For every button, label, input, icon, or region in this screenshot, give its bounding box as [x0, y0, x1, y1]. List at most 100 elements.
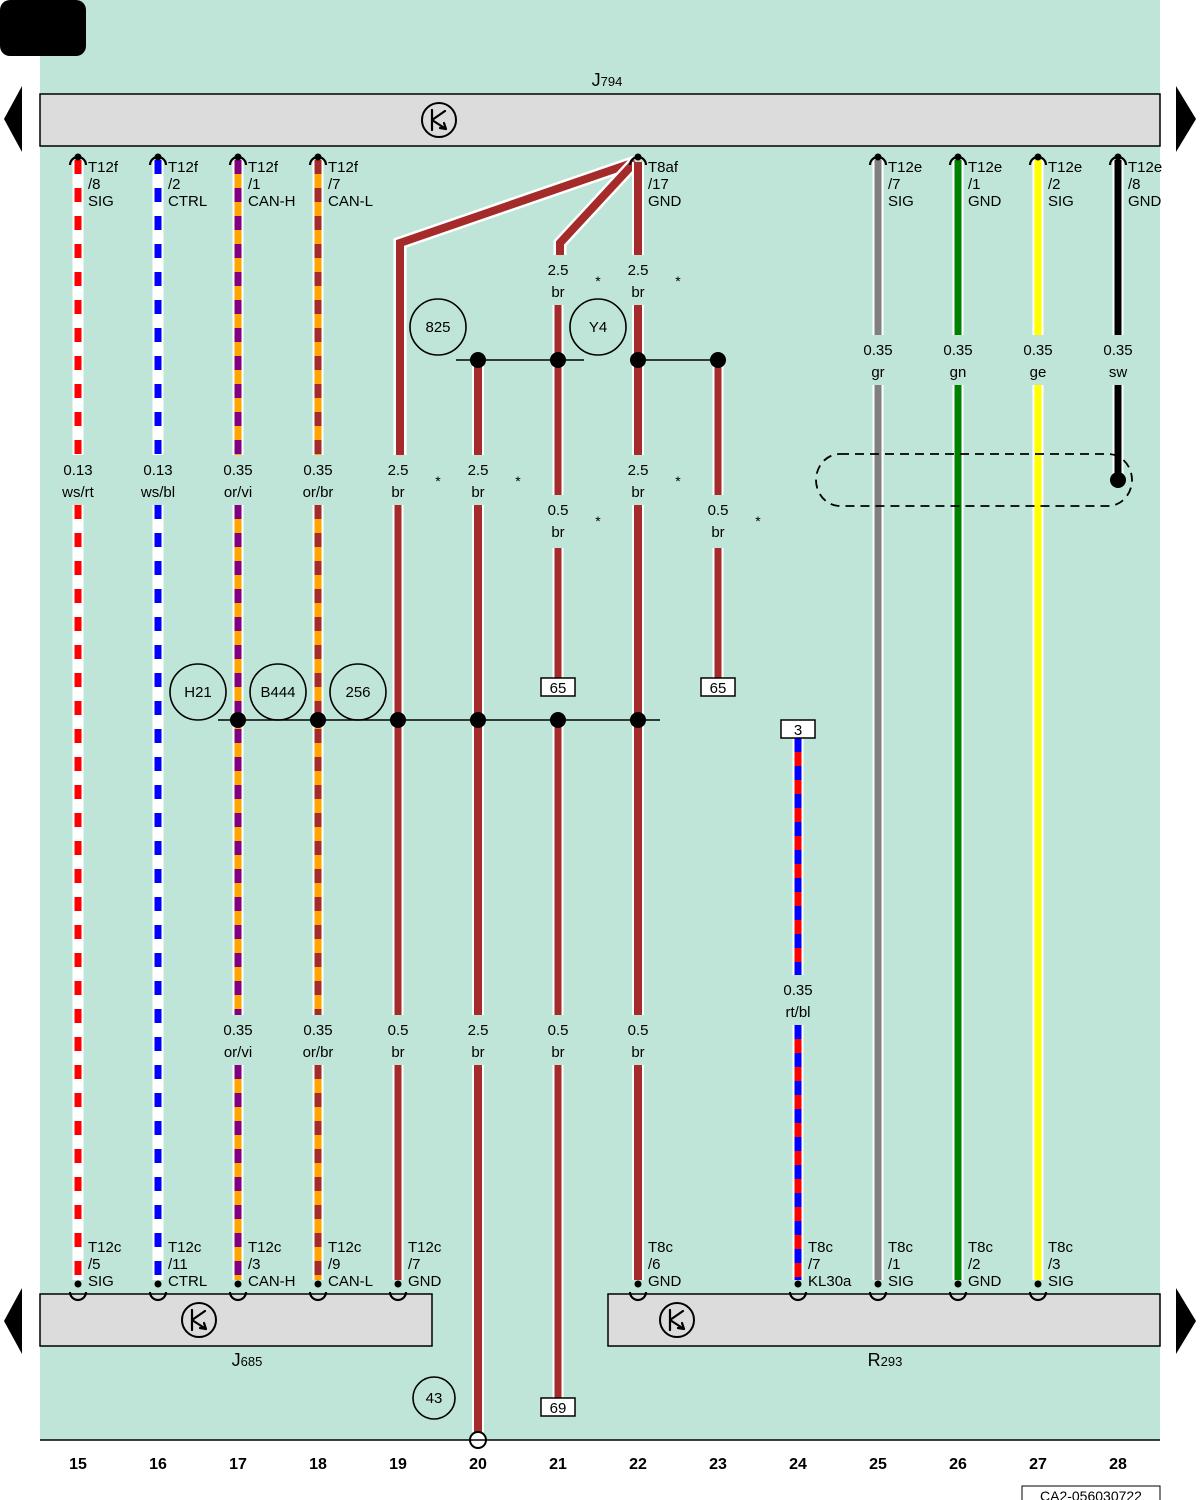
control-unit-icon: [659, 1302, 695, 1338]
component-bar-bottom-left[interactable]: [39, 1293, 433, 1347]
terminal-top-18-pin: [314, 153, 322, 161]
wire-size-20: 2.5: [468, 462, 489, 479]
wire-color-17: or/vi: [224, 484, 252, 501]
wire-color-22: br: [631, 484, 644, 501]
column-number-27: 27: [1029, 1456, 1047, 1473]
wire-color-21: br: [551, 284, 564, 301]
wire-color-17: or/vi: [224, 1044, 252, 1061]
terminal-top-27-pin: [1034, 153, 1042, 161]
doc-id: CA2-056030722: [1040, 1488, 1142, 1500]
component-title-bottom-right: R293: [868, 1350, 903, 1370]
terminal-top-22-pin: [634, 153, 642, 161]
junction-dot: [710, 352, 726, 368]
terminal-bottom-19: [388, 1291, 408, 1302]
component-bar-top[interactable]: [39, 93, 1161, 147]
wire-color-26: gn: [950, 364, 967, 381]
wire-size-21: 0.5: [548, 502, 569, 519]
terminal-bottom-24-pin: [794, 1280, 802, 1288]
wire-size-17: 0.35: [223, 462, 252, 479]
wire-size-22: 2.5: [628, 462, 649, 479]
ref-box-65: [540, 677, 576, 697]
column-number-16: 16: [149, 1456, 167, 1473]
ref-box-69: [540, 1397, 576, 1417]
junction-dot: [630, 712, 646, 728]
terminal-bottom-22: [628, 1291, 648, 1302]
wire-color-19: br: [391, 1044, 404, 1061]
junction-circle-H21: [169, 663, 227, 721]
junction-label-H21: H21: [184, 684, 212, 701]
terminal-top-28-pin: [1114, 153, 1122, 161]
junction-dot: [310, 712, 326, 728]
wire-size-19: 2.5: [388, 462, 409, 479]
terminal-bottom-25: [868, 1291, 888, 1302]
nav-right-arrow-bottom[interactable]: [1176, 1288, 1196, 1354]
terminal-top-25-pin: [874, 153, 882, 161]
column-number-20: 20: [469, 1456, 487, 1473]
junction-dot: [390, 712, 406, 728]
junction-circle-B444: [249, 663, 307, 721]
nav-left-arrow-top[interactable]: [4, 86, 22, 152]
terminal-bottom-19-pin: [394, 1280, 402, 1288]
wires-layer: [72, 155, 1124, 1432]
column-number-15: 15: [69, 1456, 87, 1473]
terminal-bottom-22-pin: [634, 1280, 642, 1288]
ref-box-3: [780, 719, 816, 739]
column-number-24: 24: [789, 1456, 807, 1473]
terminal-bottom-15-pin: [74, 1280, 82, 1288]
terminal-bottom-17-pin: [234, 1280, 242, 1288]
nav-left-arrow-bottom[interactable]: [4, 1288, 22, 1354]
junction-dot: [470, 712, 486, 728]
page-tab[interactable]: [0, 0, 86, 56]
wire-color-28: sw: [1109, 364, 1128, 381]
column-number-22: 22: [629, 1456, 647, 1473]
wire-note-star: *: [435, 473, 441, 489]
ref-box-65: [700, 677, 736, 697]
component-bar-bottom-right[interactable]: [607, 1293, 1161, 1347]
column-number-26: 26: [949, 1456, 967, 1473]
wire-note-star: *: [595, 273, 601, 289]
column-number-18: 18: [309, 1456, 327, 1473]
column-number-23: 23: [709, 1456, 727, 1473]
terminal-bottom-15: [68, 1291, 88, 1302]
wire-color-15: ws/rt: [61, 484, 94, 501]
terminal-bottom-18: [308, 1291, 328, 1302]
wire-size-25: 0.35: [863, 342, 892, 359]
wire-color-24: rt/bl: [785, 1004, 810, 1021]
wire-size-22: 2.5: [628, 262, 649, 279]
junction-circle-825: [409, 298, 467, 356]
wire-color-23: br: [711, 524, 724, 541]
wire-color-16: ws/bl: [140, 484, 175, 501]
shield-loop: [815, 453, 1133, 507]
wire-note-star: *: [755, 513, 761, 529]
wire-size-18: 0.35: [303, 1022, 332, 1039]
terminal-bottom-16-pin: [154, 1280, 162, 1288]
column-number-17: 17: [229, 1456, 247, 1473]
terminal-top-16-pin: [154, 153, 162, 161]
ref-box-label-69: 69: [550, 1400, 567, 1417]
wire-size-15: 0.13: [63, 462, 92, 479]
junction-dot: [550, 712, 566, 728]
nav-right-arrow-top[interactable]: [1176, 86, 1196, 152]
wire-color-22: br: [631, 1044, 644, 1061]
wire-size-24: 0.35: [783, 982, 812, 999]
wire-color-18: or/br: [303, 484, 334, 501]
terminal-top-15-pin: [74, 153, 82, 161]
junction-label-Y4: Y4: [589, 319, 607, 336]
junction-label-B444: B444: [260, 684, 295, 701]
wire-note-star: *: [675, 273, 681, 289]
terminal-bottom-25-pin: [874, 1280, 882, 1288]
junction-circle-43: [412, 1376, 456, 1420]
wire-size-22: 0.5: [628, 1022, 649, 1039]
wire-color-27: ge: [1030, 364, 1047, 381]
terminal-bottom-17: [228, 1291, 248, 1302]
junction-circle-256: [329, 663, 387, 721]
